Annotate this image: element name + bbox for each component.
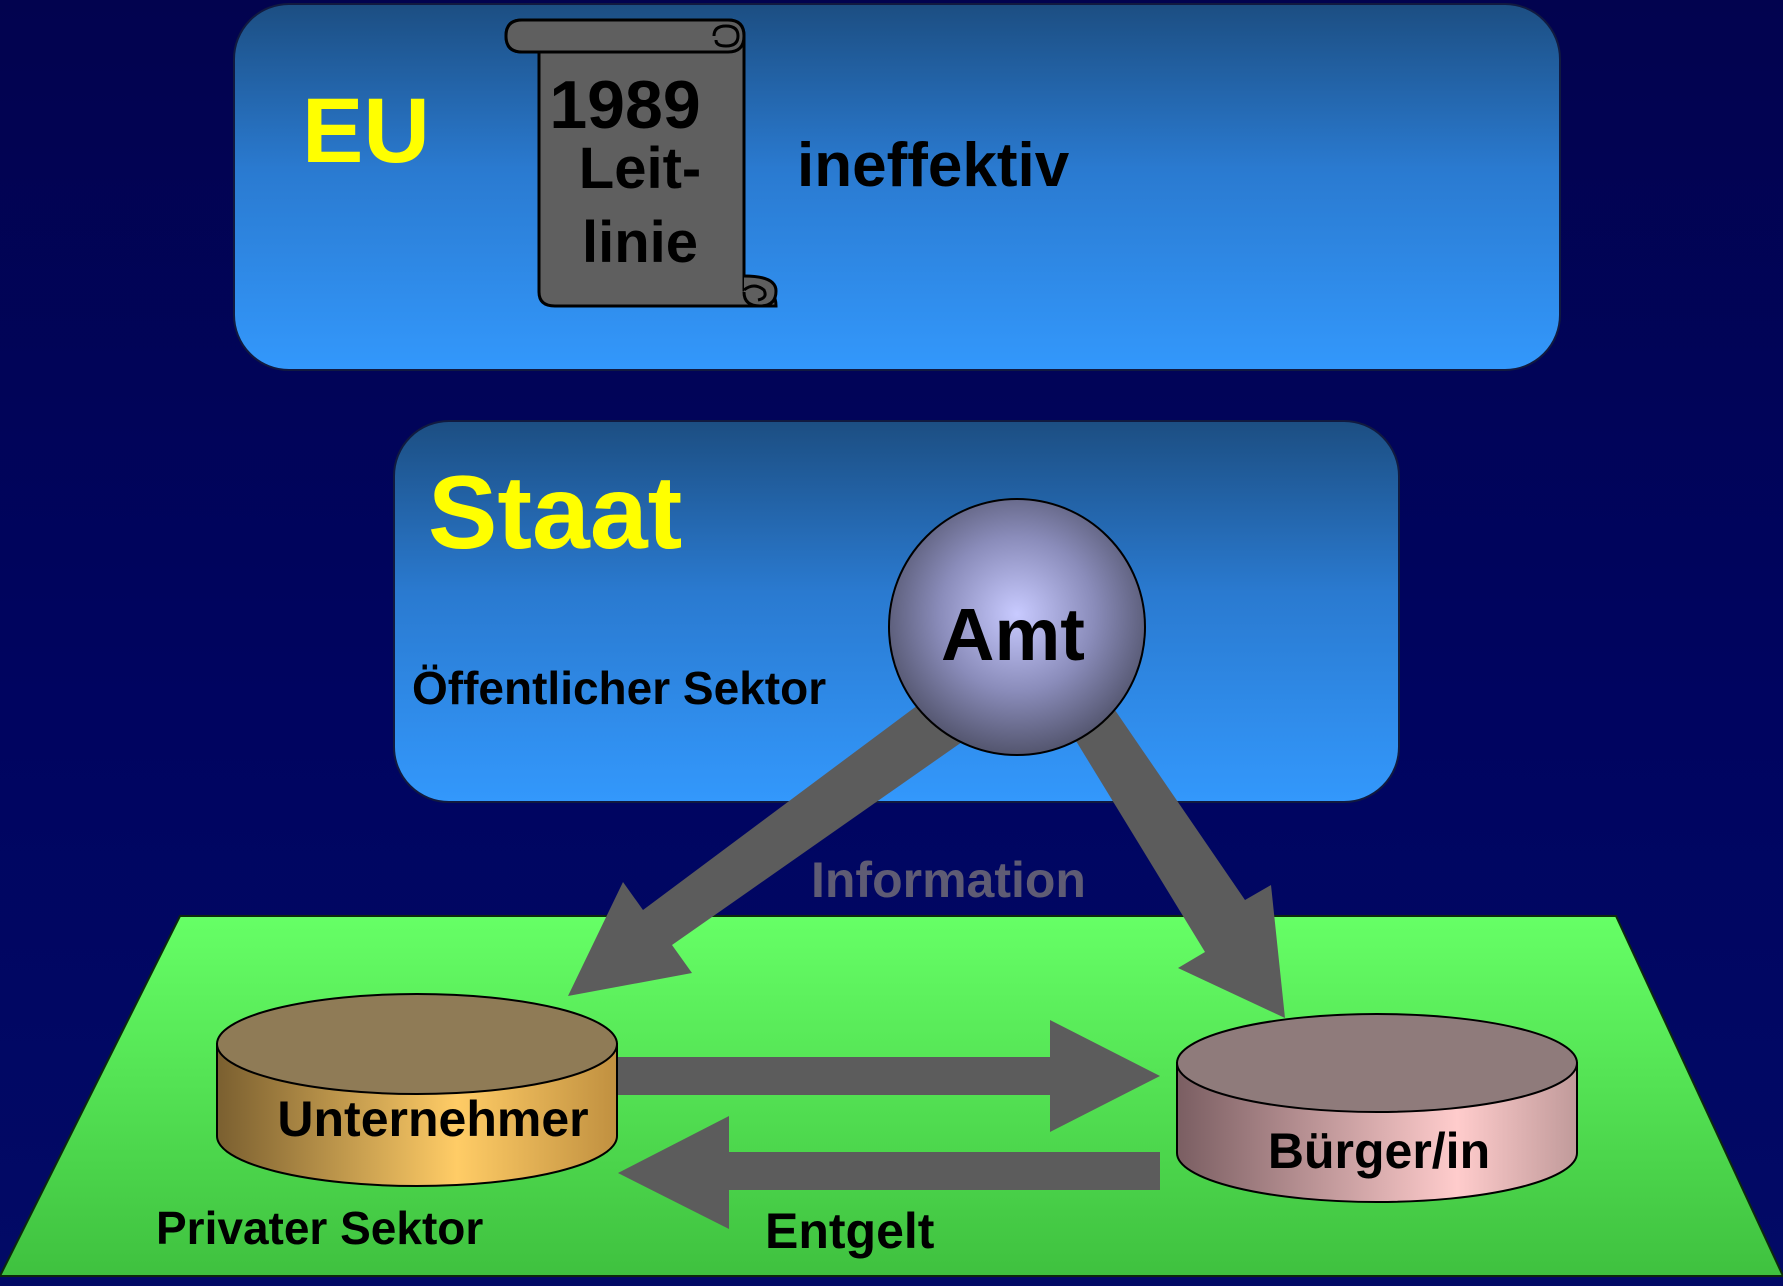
information-arrow-right [1062, 694, 1285, 1018]
scroll-line1: Leit- [579, 136, 701, 201]
information-label: Information [811, 852, 1086, 908]
eu-status: ineffektiv [797, 131, 1070, 200]
eu-panel: EU ineffektiv [233, 3, 1561, 371]
staat-title: Staat [428, 455, 682, 571]
amt-label: Amt [941, 593, 1085, 676]
eu-title: EU [302, 80, 430, 182]
private-sector-label: Privater Sektor [156, 1202, 483, 1254]
payment-arrow [618, 1116, 1160, 1229]
scroll-icon: 1989 Leit- linie [504, 18, 778, 308]
scroll-line2: linie [582, 210, 698, 275]
unternehmer-cylinder: Unternehmer [216, 993, 618, 1187]
information-arrow-left [568, 696, 962, 996]
buerger-label: Bürger/in [1268, 1123, 1490, 1179]
buerger-cylinder: Bürger/in [1176, 1013, 1578, 1203]
amt-node: Amt [888, 498, 1146, 756]
unternehmer-label: Unternehmer [277, 1091, 588, 1147]
delivery-arrow [614, 1020, 1160, 1132]
public-sector-label: Öffentlicher Sektor [412, 662, 826, 714]
scroll-year: 1989 [549, 67, 700, 143]
payment-label: Entgelt [765, 1203, 935, 1259]
